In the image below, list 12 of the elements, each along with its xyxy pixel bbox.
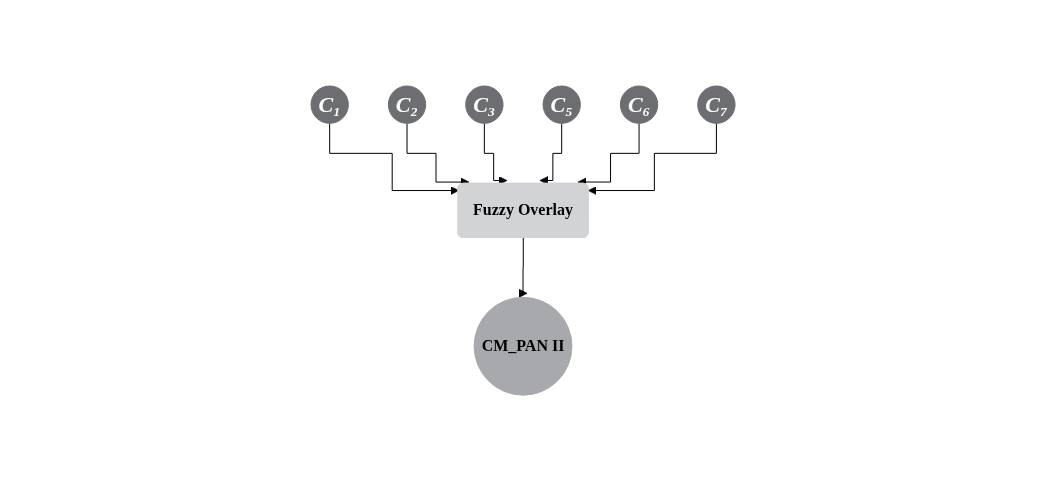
node-circle: C₃ (465, 85, 504, 124)
node-circle: C₁ (310, 85, 350, 124)
node-circle: CM_PAN II (474, 296, 573, 396)
node-circle: C₅ (543, 85, 582, 124)
node-circle: C₆ (620, 85, 659, 124)
arrow (588, 122, 718, 195)
arrow (484, 122, 508, 185)
node-circle: C₂ (388, 85, 427, 124)
arrow (329, 122, 460, 195)
node-circle: C₇ (697, 85, 737, 124)
arrow (540, 122, 563, 185)
arrow (519, 237, 528, 298)
